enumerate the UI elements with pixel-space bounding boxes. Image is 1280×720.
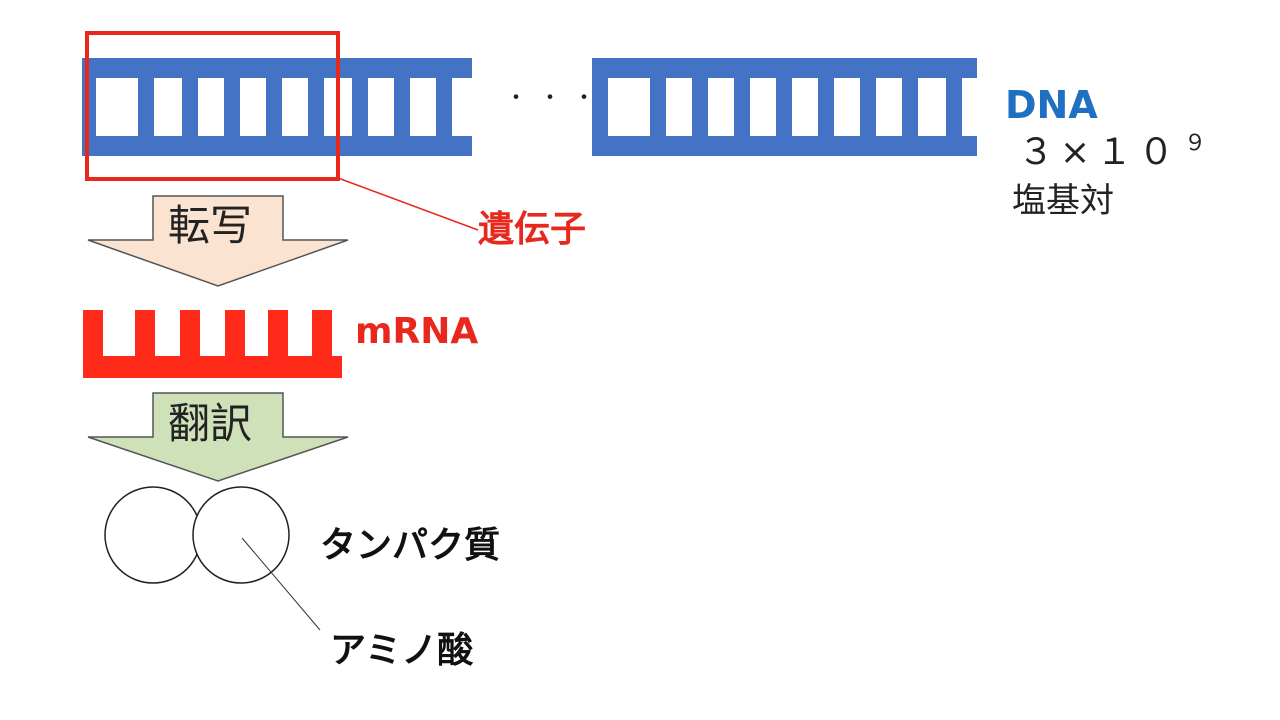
gene-label: 遺伝子 — [478, 209, 587, 250]
dna-label: DNA — [1005, 83, 1098, 127]
base-pair-unit: 塩基対 — [1012, 181, 1114, 221]
dna-strand-left — [82, 58, 472, 156]
amino-acid-circle-right — [192, 486, 290, 584]
amino-acid-label: アミノ酸 — [330, 630, 474, 671]
base-pair-exponent: ９ — [1184, 131, 1213, 156]
amino-acid-circle-left — [104, 486, 202, 584]
mrna-label: mRNA — [355, 311, 479, 352]
transcription-arrow — [87, 195, 349, 287]
mrna-strand — [83, 310, 342, 378]
protein-label: タンパク質 — [320, 525, 501, 566]
amino-acid-pointer-line — [241, 537, 321, 631]
dna-ellipsis: ・・・ — [505, 86, 608, 111]
gene-pointer-line — [337, 177, 479, 231]
gene-highlight-box — [85, 31, 340, 181]
translation-label: 翻訳 — [168, 399, 253, 448]
transcription-label: 転写 — [168, 201, 253, 250]
translation-arrow — [87, 392, 349, 482]
dna-strand-right — [592, 58, 977, 156]
base-pair-coefficient: ３×１０ — [1018, 132, 1181, 173]
